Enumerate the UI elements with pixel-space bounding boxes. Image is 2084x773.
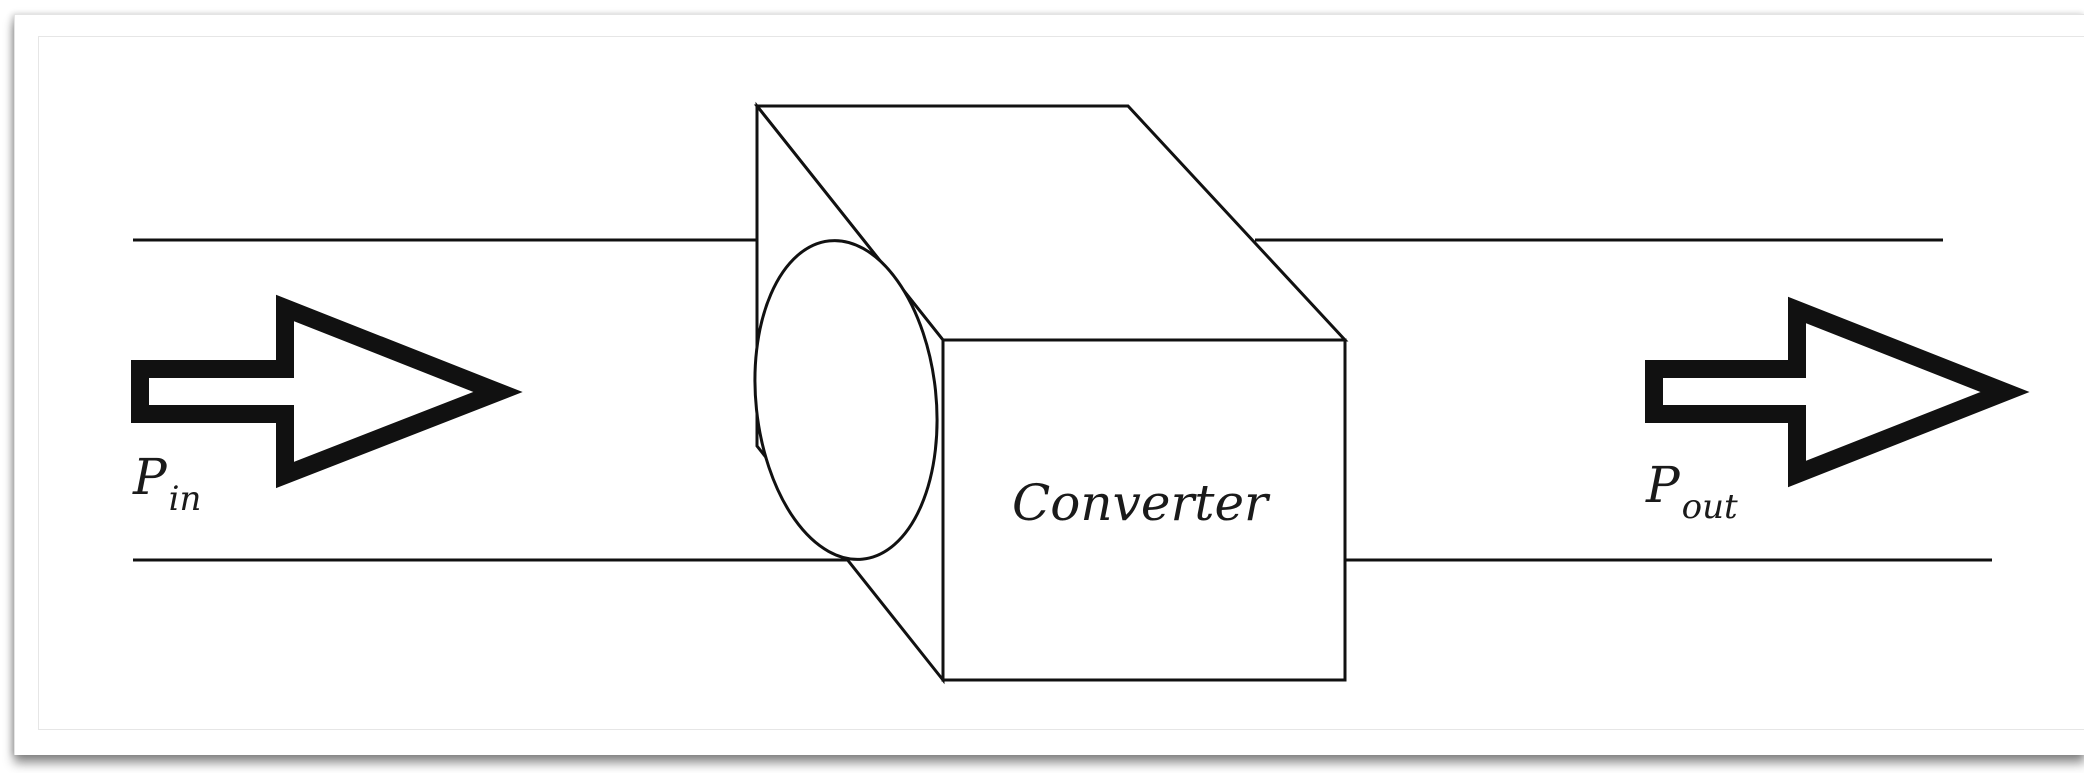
figure-inner-border xyxy=(38,36,2084,730)
pipe xyxy=(133,238,1992,562)
pipe-opening-ellipse xyxy=(753,239,939,561)
input-power-label-main: P xyxy=(132,448,168,506)
output-power-label-main: P xyxy=(1645,456,1681,514)
converter-box-front-face xyxy=(941,338,1347,682)
input-power-arrow-icon xyxy=(131,294,523,489)
output-power-label: Pout xyxy=(1645,456,1738,527)
output-power-label-sub: out xyxy=(1682,487,1738,527)
output-power-arrow-icon xyxy=(1645,296,2030,488)
input-power-label-sub: in xyxy=(169,479,202,519)
converter-label: Converter xyxy=(1012,474,1271,532)
input-power-label: Pin xyxy=(132,448,201,519)
